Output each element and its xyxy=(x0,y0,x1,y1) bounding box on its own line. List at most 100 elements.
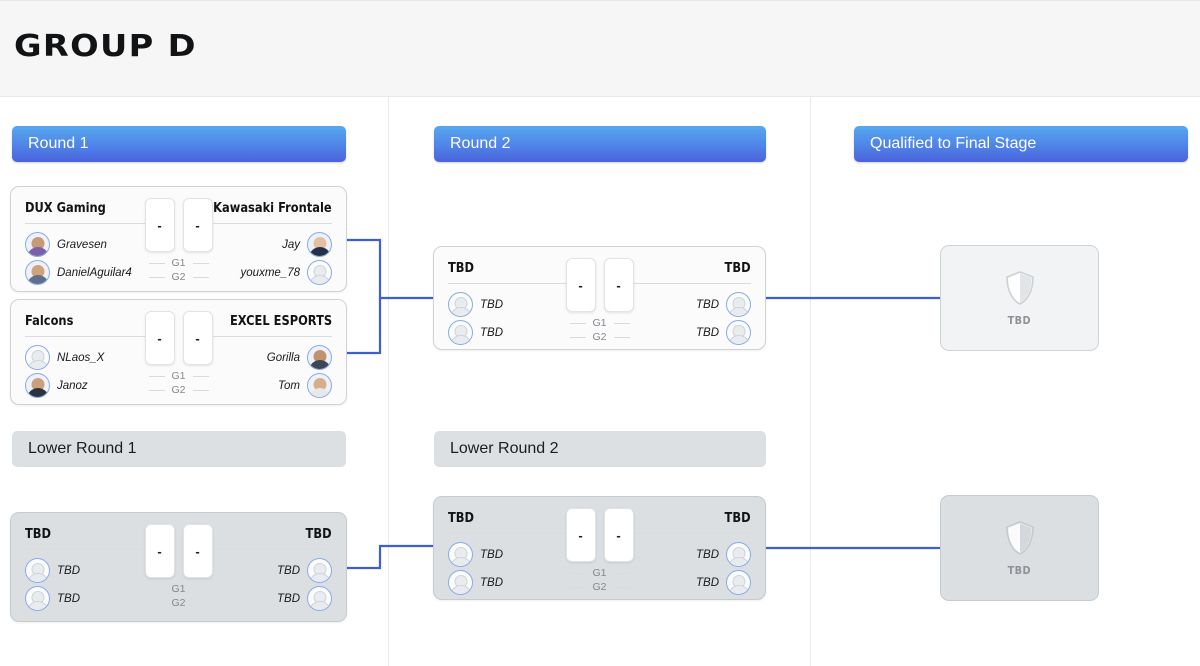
match-card[interactable]: DUX Gaming Kawasaki Frontale Gravesen Da… xyxy=(10,186,347,292)
player-row[interactable]: TBD xyxy=(25,586,80,611)
player-name: TBD xyxy=(277,592,300,605)
qualified-slot-lower[interactable]: TBD xyxy=(940,495,1099,601)
player-name: TBD xyxy=(696,298,719,311)
qualified-slot-label: TBD xyxy=(1007,563,1032,577)
column-divider xyxy=(388,0,389,666)
match-card[interactable]: TBD TBD TBD TBD TBD TBD - - xyxy=(10,512,347,622)
player-row[interactable]: TBD xyxy=(277,586,332,611)
score-box[interactable]: - xyxy=(603,258,634,312)
shield-icon xyxy=(1005,520,1034,555)
score-box[interactable]: - xyxy=(144,524,175,578)
round-header-label: Lower Round 1 xyxy=(28,440,137,457)
game-labels: G1 G2 xyxy=(148,370,209,396)
game-label: G1 xyxy=(171,257,186,269)
player-name: TBD xyxy=(480,576,503,589)
team-rule xyxy=(25,223,145,224)
team-rule xyxy=(212,223,332,224)
round-header-lower-round-1: Lower Round 1 xyxy=(12,431,346,467)
round-header-label: Qualified to Final Stage xyxy=(870,135,1037,152)
score-box[interactable]: - xyxy=(182,198,213,252)
game-labels: G1 G2 xyxy=(148,257,209,283)
photo-avatar xyxy=(25,232,50,257)
player-row[interactable]: TBD xyxy=(448,292,503,317)
round-header-round-2: Round 2 xyxy=(434,126,766,162)
game-label: G2 xyxy=(171,271,186,283)
group-header-strip: GROUP D xyxy=(0,0,1200,97)
player-name: Tom xyxy=(278,379,300,392)
score-box[interactable]: - xyxy=(182,311,213,365)
score-box[interactable]: - xyxy=(144,198,175,252)
player-row[interactable]: youxme_78 xyxy=(241,260,332,285)
player-row[interactable]: TBD xyxy=(448,320,503,345)
player-row[interactable]: Gorilla xyxy=(267,345,332,370)
player-row[interactable]: Gravesen xyxy=(25,232,107,257)
team-name-left: DUX Gaming xyxy=(25,201,106,216)
player-row[interactable]: TBD xyxy=(696,320,751,345)
player-row[interactable]: TBD xyxy=(277,558,332,583)
player-row[interactable]: NLaos_X xyxy=(25,345,104,370)
round-header-qualified: Qualified to Final Stage xyxy=(854,126,1188,162)
game-label: G2 xyxy=(171,384,186,396)
photo-avatar xyxy=(307,373,332,398)
round-header-round-1: Round 1 xyxy=(12,126,346,162)
team-name-left: TBD xyxy=(448,511,475,526)
score-boxes[interactable]: - - xyxy=(144,311,213,365)
score-box[interactable]: - xyxy=(565,508,596,562)
placeholder-avatar-icon xyxy=(25,558,50,583)
team-name-right: TBD xyxy=(305,527,332,542)
player-row[interactable]: Tom xyxy=(278,373,332,398)
team-name-right: Kawasaki Frontale xyxy=(213,201,332,216)
team-name-right: TBD xyxy=(724,511,751,526)
team-name-left: TBD xyxy=(25,527,52,542)
player-name: TBD xyxy=(480,298,503,311)
player-row[interactable]: TBD xyxy=(448,542,503,567)
photo-avatar xyxy=(25,373,50,398)
column-divider xyxy=(810,0,811,666)
score-boxes[interactable]: - - xyxy=(565,258,634,312)
player-row[interactable]: TBD xyxy=(696,542,751,567)
team-rule xyxy=(631,283,751,284)
team-name-right: TBD xyxy=(724,261,751,276)
page-title: GROUP D xyxy=(14,29,197,64)
placeholder-avatar-icon xyxy=(448,570,473,595)
score-box[interactable]: - xyxy=(182,524,213,578)
game-labels: G1 G2 xyxy=(569,567,630,593)
game-label: G1 xyxy=(592,317,607,329)
team-rule xyxy=(212,336,332,337)
player-row[interactable]: Janoz xyxy=(25,373,88,398)
game-label: G1 xyxy=(171,370,186,382)
placeholder-avatar-icon xyxy=(726,292,751,317)
player-row[interactable]: TBD xyxy=(696,292,751,317)
score-box[interactable]: - xyxy=(565,258,596,312)
player-row[interactable]: DanielAguilar4 xyxy=(25,260,132,285)
placeholder-avatar-icon xyxy=(448,292,473,317)
score-box[interactable]: - xyxy=(603,508,634,562)
player-row[interactable]: TBD xyxy=(25,558,80,583)
player-row[interactable]: Jay xyxy=(282,232,332,257)
player-name: TBD xyxy=(696,326,719,339)
player-row[interactable]: TBD xyxy=(448,570,503,595)
match-card[interactable]: TBD TBD TBD TBD TBD TBD - - xyxy=(433,246,766,350)
score-boxes[interactable]: - - xyxy=(144,524,213,578)
player-name: TBD xyxy=(696,576,719,589)
score-boxes[interactable]: - - xyxy=(144,198,213,252)
placeholder-avatar-icon xyxy=(726,320,751,345)
match-card[interactable]: Falcons EXCEL ESPORTS NLaos_X Janoz Gori… xyxy=(10,299,347,405)
qualified-slot-upper[interactable]: TBD xyxy=(940,245,1099,351)
team-name-left: TBD xyxy=(448,261,475,276)
team-rule xyxy=(631,533,751,534)
player-name: TBD xyxy=(57,564,80,577)
placeholder-avatar-icon xyxy=(726,570,751,595)
player-row[interactable]: TBD xyxy=(696,570,751,595)
team-rule xyxy=(25,549,145,550)
team-name-left: Falcons xyxy=(25,314,74,329)
score-boxes[interactable]: - - xyxy=(565,508,634,562)
placeholder-avatar-icon xyxy=(307,260,332,285)
match-card[interactable]: TBD TBD TBD TBD TBD TBD - - xyxy=(433,496,766,600)
placeholder-avatar-icon xyxy=(25,345,50,370)
player-name: TBD xyxy=(277,564,300,577)
player-name: DanielAguilar4 xyxy=(57,266,132,279)
game-label: G2 xyxy=(592,581,607,593)
score-box[interactable]: - xyxy=(144,311,175,365)
